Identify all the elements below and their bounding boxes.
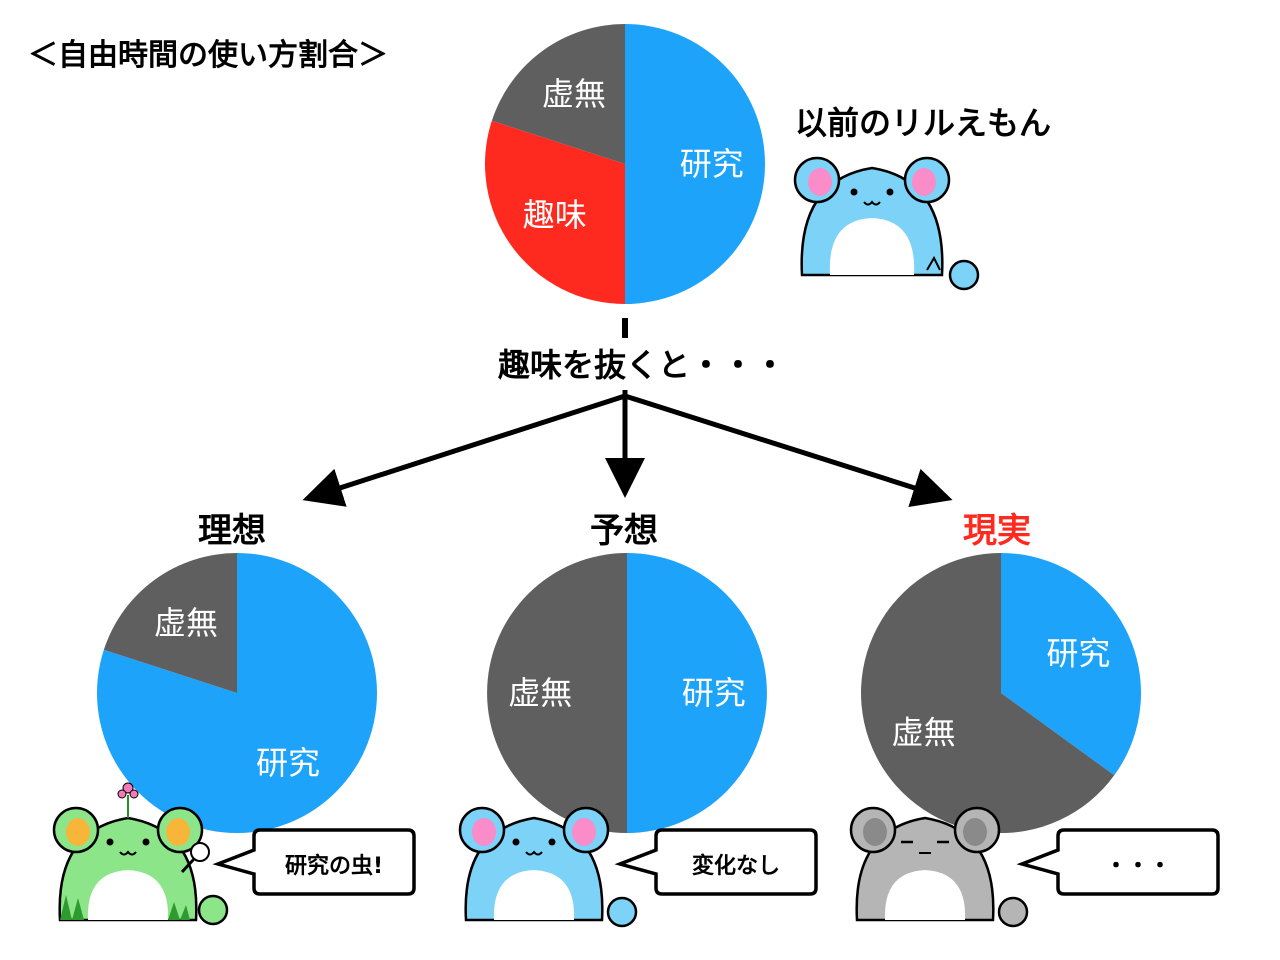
flow-arrows — [302, 318, 953, 507]
pie-label-ideal-1: 虚無 — [154, 604, 218, 642]
scenario-label-reality: 現実 — [963, 511, 1031, 551]
pie-slice-ideal-1 — [103, 553, 238, 693]
pie-slice-ideal-0 — [97, 553, 378, 833]
gray-mouse-character — [849, 806, 1029, 928]
pie-chart-expected: 研究 虚無 — [487, 553, 767, 833]
pie-slice-reality-0 — [1001, 553, 1141, 776]
pie-label-ideal-0: 研究 — [256, 744, 320, 782]
pie-label-expected-1: 虚無 — [508, 674, 572, 712]
bubble-text-reality: ・・・ — [1104, 854, 1171, 879]
pie-label-before-1: 趣味 — [523, 196, 587, 234]
flower-icon — [117, 782, 139, 818]
pie-slice-before-2 — [491, 24, 625, 164]
scenario-label-ideal: 理想 — [198, 511, 266, 551]
pie-slice-before-0 — [625, 24, 765, 304]
blue-mouse-character — [458, 806, 638, 928]
blue-mouse-character — [793, 156, 980, 291]
pie-slice-expected-0 — [627, 553, 767, 833]
pie-label-expected-0: 研究 — [682, 674, 746, 712]
pie-label-reality-0: 研究 — [1046, 635, 1110, 673]
bubble-text-expected: 変化なし — [691, 854, 780, 879]
green-frog-mouse-character — [52, 782, 229, 926]
page-title: ＜自由時間の使い方割合＞ — [28, 38, 388, 73]
pie-label-before-2: 虚無 — [542, 75, 606, 113]
pie-label-reality-1: 虚無 — [892, 713, 956, 751]
arrow-reality — [624, 393, 953, 507]
arrow-ideal — [302, 393, 626, 507]
before-label: 以前のリルえもん — [795, 104, 1052, 142]
bubble-text-ideal: 研究の虫! — [284, 854, 384, 879]
speech-bubble-ideal — [212, 828, 416, 896]
pie-slice-before-1 — [485, 120, 625, 305]
speech-bubble-expected — [614, 828, 818, 896]
scenario-label-expected: 予想 — [590, 511, 658, 551]
pie-slice-reality-1 — [860, 553, 1115, 834]
pie-label-before-0: 研究 — [680, 145, 744, 183]
transition-label: 趣味を抜くと・・・ — [498, 346, 787, 384]
pie-slice-expected-1 — [487, 553, 627, 833]
speech-bubble-reality — [1016, 828, 1220, 896]
magnifier-icon — [180, 842, 210, 874]
pie-chart-ideal: 研究 虚無 — [97, 553, 378, 833]
grass-icon — [60, 895, 190, 920]
